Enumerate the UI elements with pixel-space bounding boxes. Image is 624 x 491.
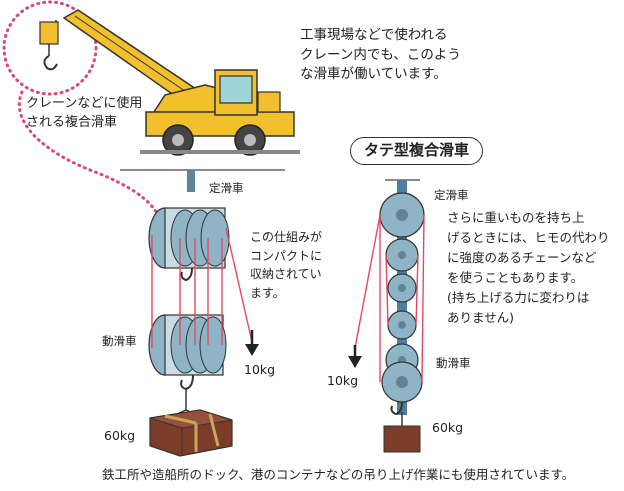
moving-pulley-label-left: 動滑車	[102, 334, 137, 348]
crane-illustration	[39, 9, 300, 156]
bottom-note: 鉄工所や造船所のドック、港のコンテナなどの吊り上げ作業にも使用されています。	[102, 467, 575, 482]
mechanism-note: この仕組みが コンパクトに 収納されてい ます。	[250, 230, 323, 300]
crane-note: クレーンなどに使用 される複合滑車	[26, 96, 143, 130]
right-tate-pulley	[348, 179, 425, 453]
tate-title: タテ型複合滑車	[350, 137, 484, 165]
moving-pulley-label-right: 動滑車	[436, 356, 471, 370]
fixed-pulley-label-right: 定滑車	[434, 188, 469, 202]
dotted-callout	[2, 0, 160, 217]
weight-10kg-left: 10kg	[244, 362, 276, 377]
weight-60kg-left: 60kg	[104, 428, 136, 443]
fixed-pulley-label-left: 定滑車	[209, 181, 244, 195]
top-note: 工事現場などで使われる クレーン内でも、このよう な滑車が働いています。	[300, 27, 461, 83]
left-compound-pulley	[120, 169, 285, 457]
weight-60kg-right: 60kg	[432, 420, 464, 435]
weight-10kg-right: 10kg	[327, 373, 359, 388]
heavy-note: さらに重いものを持ち上 げるときには、ヒモの代わり に強度のあるチェーンなど を…	[447, 210, 610, 325]
